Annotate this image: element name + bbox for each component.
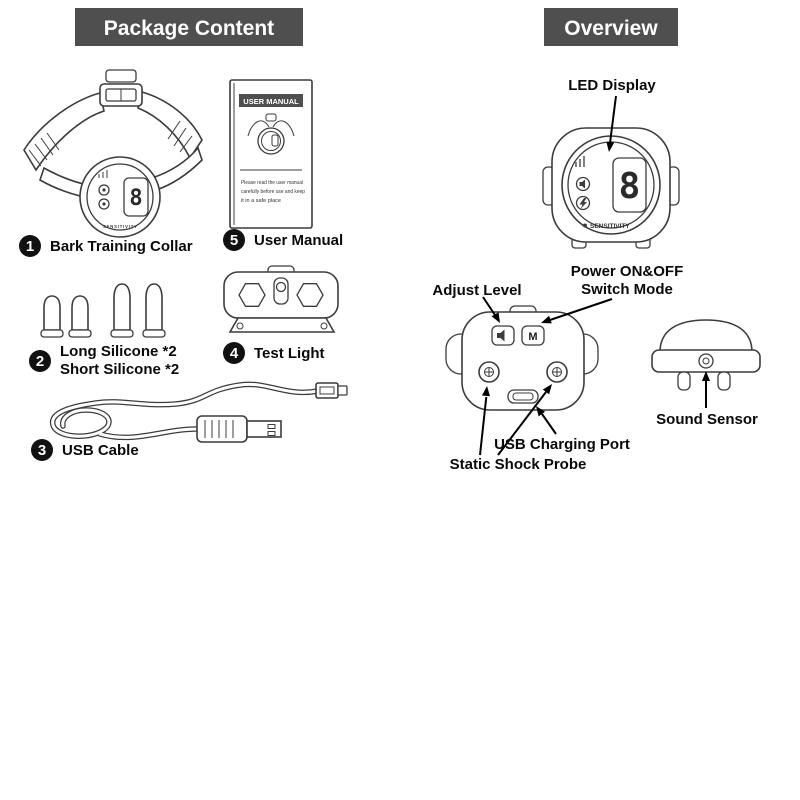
usb-a-connector <box>196 415 282 443</box>
item-label-line2: Short Silicone *2 <box>60 361 179 378</box>
led-display <box>612 157 647 213</box>
shock-probe-arrow-right <box>497 384 552 456</box>
usb-cable-illustration <box>50 381 348 443</box>
collar-buckle-keeper <box>105 69 137 83</box>
item-number: 2 <box>36 353 44 370</box>
side-left-probe <box>677 371 691 391</box>
power-switch-label-line2: Switch Mode <box>581 281 673 298</box>
item-label: USB Cable <box>62 442 139 459</box>
signal-bars-icon <box>575 156 585 167</box>
package-content-header: Package Content <box>75 8 303 46</box>
item-label: Test Light <box>254 345 325 362</box>
item-number: 5 <box>230 232 238 249</box>
collar-led-display <box>123 177 149 217</box>
display-digit: 8 <box>619 166 641 207</box>
collar-display-digit: 8 <box>129 186 142 211</box>
static-shock-probe-label: Static Shock Probe <box>450 456 587 473</box>
test-light-left-hex <box>238 283 266 307</box>
usb-cable-caption: 3 USB Cable <box>31 439 139 461</box>
package-content-header-bar <box>75 8 303 46</box>
usb-port-arrow <box>536 406 557 435</box>
collar-strap-hatches <box>28 120 193 167</box>
manual-title-band <box>239 94 303 107</box>
item-label: User Manual <box>254 232 343 249</box>
cable-wire <box>51 382 320 438</box>
item-number: 3 <box>38 442 46 459</box>
power-switch-label-line1: Power ON&OFF <box>571 263 684 280</box>
shock-probe-arrow-left <box>479 386 490 456</box>
sound-sensor-label: Sound Sensor <box>656 411 758 428</box>
collar-illustration: 8 SENSITIVITY <box>23 69 203 238</box>
overview-title: Overview <box>564 17 658 40</box>
item-number-badge <box>29 350 51 372</box>
user-manual-illustration: USER MANUAL Please read the user manual … <box>229 79 313 229</box>
long-silicone-tip <box>145 283 163 331</box>
item-label-line1: Long Silicone *2 <box>60 343 177 360</box>
item-number-badge <box>223 342 245 364</box>
item-label: Bark Training Collar <box>50 238 193 255</box>
long-silicone-tip <box>113 283 131 331</box>
adjust-level-arrow <box>482 296 500 323</box>
collar-left-strap <box>23 92 105 172</box>
manual-body-line2: carefully before use and keep <box>241 189 305 195</box>
sound-sensor <box>698 353 714 369</box>
overview-header: Overview <box>544 8 678 46</box>
power-switch-arrow <box>541 298 613 324</box>
led-display-arrow <box>606 95 617 152</box>
test-light-flap <box>228 317 336 333</box>
led-display-label: LED Display <box>568 77 656 94</box>
collar-sensitivity-label: SENSITIVITY <box>103 224 137 229</box>
usb-charging-port-label: USB Charging Port <box>494 436 630 453</box>
device-top-view: M <box>445 305 599 411</box>
silicone-tips-illustration <box>40 283 166 338</box>
short-silicone-tip <box>43 295 61 331</box>
test-light-caption: 4 Test Light <box>223 342 325 364</box>
short-silicone-tip <box>71 295 89 331</box>
sensitivity-label: SENSITIVITY <box>590 223 630 230</box>
item-number-badge <box>31 439 53 461</box>
test-light-right-hex <box>296 283 324 307</box>
item-number-badge <box>19 235 41 257</box>
manual-body-line1: Please read the user manual <box>241 180 303 186</box>
test-light-bulb <box>275 281 287 293</box>
sound-sensor-arrow <box>702 371 710 408</box>
user-manual-caption: 5 User Manual <box>223 229 343 251</box>
item-number: 4 <box>230 345 239 362</box>
collar-right-wing <box>150 146 203 192</box>
mode-button <box>521 325 545 346</box>
collar-right-strap <box>137 90 203 160</box>
side-right-probe <box>717 371 731 391</box>
signal-bars-icon <box>98 170 108 178</box>
overview-header-bar <box>544 8 678 46</box>
item-number: 1 <box>26 238 34 255</box>
speaker-icon <box>497 329 505 342</box>
manual-title: USER MANUAL <box>243 97 299 106</box>
side-dome <box>659 319 753 353</box>
adjust-level-label: Adjust Level <box>432 282 521 299</box>
package-content-title: Package Content <box>104 17 274 40</box>
mode-button-label: M <box>528 331 537 343</box>
mini-usb-connector <box>315 382 348 399</box>
manual-mini-collar <box>247 113 295 155</box>
silicone-caption: 2 Long Silicone *2 Short Silicone *2 <box>29 343 179 378</box>
manual-body-line3: it in a safe place <box>241 198 281 204</box>
collar-caption: 1 Bark Training Collar <box>19 235 193 257</box>
item-number-badge <box>223 229 245 251</box>
test-light-illustration <box>223 265 339 333</box>
